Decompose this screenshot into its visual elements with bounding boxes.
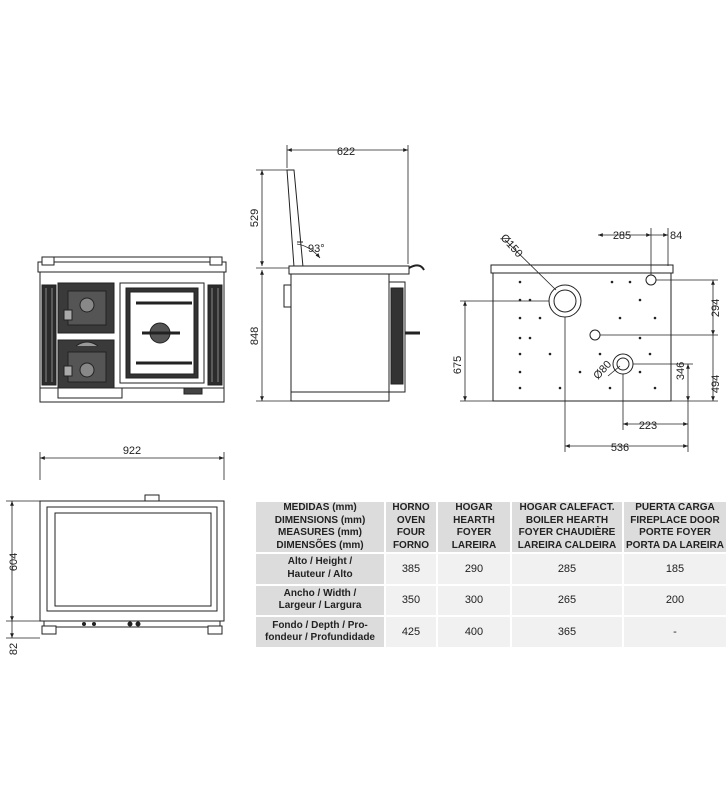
- header-oven-line: HORNO: [392, 502, 430, 513]
- rear-dimensions: [460, 228, 718, 452]
- header-label-line: DIMENSÕES (mm): [276, 539, 364, 551]
- dim-backrest-height: 529: [249, 209, 261, 227]
- table-row: Fondo / Depth / Pro- fondeur / Profundid…: [256, 617, 726, 647]
- dim-rear-width: 536: [611, 442, 629, 454]
- header-door-line: PORTA DA LAREIRA: [626, 539, 724, 551]
- dim-plan-depth: 604: [8, 553, 20, 571]
- dim-height-total: 848: [249, 327, 261, 345]
- dim-depth-side: 622: [337, 146, 355, 158]
- dim-rear-small-height: 346: [675, 362, 687, 380]
- dim-rear-flue-offset: 285: [613, 230, 631, 242]
- front-view: [37, 256, 227, 403]
- row-label-line: Hauteur / Alto: [287, 568, 353, 580]
- dim-backrest-angle: 93°: [308, 243, 325, 255]
- dim-rear-right-offset: 84: [670, 230, 682, 242]
- table-cell: 385: [386, 554, 436, 584]
- header-label-line: MEDIDAS (mm): [283, 502, 357, 513]
- specs-header-fireplace-door: PUERTA CARGA FIREPLACE DOOR PORTE FOYER …: [624, 502, 726, 552]
- table-cell: 425: [386, 617, 436, 647]
- table-cell: 400: [438, 617, 510, 647]
- row-label-line: Largeur / Largura: [278, 600, 362, 612]
- header-oven-line: FOUR: [396, 527, 426, 538]
- row-label-line: fondeur / Profundidade: [265, 632, 375, 644]
- dim-foot-height: 82: [8, 643, 20, 655]
- table-cell: 350: [386, 585, 436, 616]
- header-hearth-line: HOGAR: [455, 502, 493, 513]
- table-cell: 285: [512, 554, 622, 584]
- header-label-line: DIMENSIONS (mm): [274, 514, 366, 526]
- rear-view-dots: [518, 280, 657, 390]
- row-label-line: Fondo / Depth / Pro-: [272, 619, 368, 631]
- table-cell: 265: [512, 585, 622, 616]
- row-label-depth: Fondo / Depth / Pro- fondeur / Profundid…: [256, 617, 384, 647]
- side-view: [283, 169, 425, 402]
- table-row: Alto / Height / Hauteur / Alto 385 290 2…: [256, 554, 726, 584]
- table-cell: 365: [512, 617, 622, 647]
- table-row: Ancho / Width / Largeur / Largura 350 30…: [256, 585, 726, 616]
- row-label-line: Ancho / Width /: [283, 587, 357, 599]
- dim-rear-mid-height: 494: [710, 375, 722, 393]
- dim-rear-lower-height: 675: [452, 356, 464, 374]
- dim-front-width: 922: [123, 445, 141, 457]
- header-boiler-line: BOILER HEARTH: [525, 514, 609, 526]
- header-boiler-line: FOYER CHAUDIÈRE: [518, 527, 616, 538]
- header-door-line: PUERTA CARGA: [635, 502, 715, 513]
- header-boiler-line: HOGAR CALEFACT.: [519, 502, 615, 513]
- header-hearth-line: HEARTH: [453, 514, 495, 526]
- dim-rear-small-offset: 223: [639, 420, 657, 432]
- table-cell: 185: [624, 554, 726, 584]
- row-label-line: Alto / Height /: [287, 556, 353, 568]
- table-cell: 290: [438, 554, 510, 584]
- plan-dimensions: [6, 500, 40, 639]
- row-label-height: Alto / Height / Hauteur / Alto: [256, 554, 384, 584]
- header-oven-line: OVEN: [396, 514, 426, 526]
- header-door-line: FIREPLACE DOOR: [630, 514, 720, 526]
- specs-header-oven: HORNO OVEN FOUR FORNO: [386, 502, 436, 552]
- row-label-width: Ancho / Width / Largeur / Largura: [256, 585, 384, 616]
- specs-table-container: MEDIDAS (mm) DIMENSIONS (mm) MEASURES (m…: [254, 500, 728, 649]
- specs-header-hearth: HOGAR HEARTH FOYER LAREIRA: [438, 502, 510, 552]
- table-cell: 300: [438, 585, 510, 616]
- table-cell: 200: [624, 585, 726, 616]
- plan-view: [39, 494, 225, 635]
- specs-header-boiler-hearth: HOGAR CALEFACT. BOILER HEARTH FOYER CHAU…: [512, 502, 622, 552]
- specs-header-row: MEDIDAS (mm) DIMENSIONS (mm) MEASURES (m…: [256, 502, 726, 552]
- specs-header-label: MEDIDAS (mm) DIMENSIONS (mm) MEASURES (m…: [256, 502, 384, 552]
- header-door-line: PORTE FOYER: [639, 527, 711, 538]
- side-dimensions: [256, 145, 409, 402]
- dim-rear-top-offset: 294: [710, 299, 722, 317]
- header-hearth-line: FOYER: [456, 527, 492, 538]
- header-hearth-line: LAREIRA: [451, 539, 497, 551]
- header-oven-line: FORNO: [392, 539, 430, 551]
- specs-table: MEDIDAS (mm) DIMENSIONS (mm) MEASURES (m…: [254, 500, 728, 649]
- header-boiler-line: LAREIRA CALDEIRA: [517, 539, 617, 551]
- rear-view: [490, 264, 674, 402]
- header-label-line: MEASURES (mm): [278, 527, 362, 538]
- table-cell: -: [624, 617, 726, 647]
- front-dimensions: [39, 452, 225, 480]
